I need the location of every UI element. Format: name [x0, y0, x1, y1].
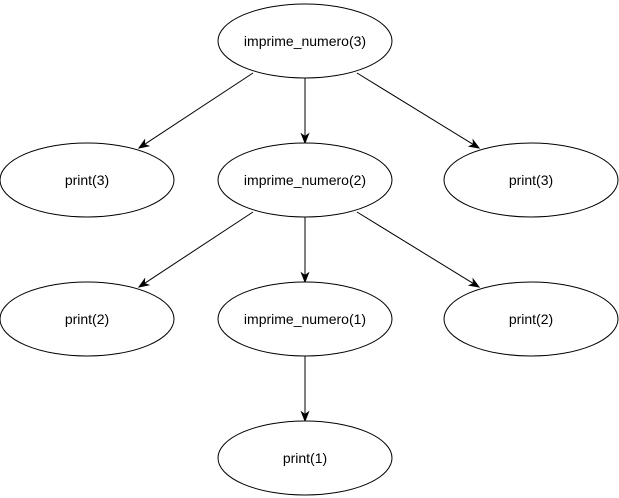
- arrow-call1-to-print1: [300, 356, 310, 423]
- node-ellipse: [217, 420, 393, 496]
- node-ellipse: [443, 142, 619, 218]
- node-label: imprime_numero(2): [244, 172, 366, 188]
- arrowhead-icon: [300, 410, 310, 423]
- node-label: print(2): [509, 311, 553, 327]
- node-root: imprime_numero(3): [217, 3, 393, 79]
- node-label: imprime_numero(3): [244, 33, 366, 49]
- node-print2-left: print(2): [0, 281, 175, 357]
- arrow-line: [144, 72, 254, 145]
- node-print1: print(1): [217, 420, 393, 496]
- node-label: print(2): [65, 311, 109, 327]
- arrow-call2-to-print2-left: [137, 211, 254, 288]
- arrow-line: [356, 72, 474, 145]
- node-ellipse: [217, 281, 393, 357]
- node-label: print(3): [65, 172, 109, 188]
- node-call1: imprime_numero(1): [217, 281, 393, 357]
- node-label: print(3): [509, 172, 553, 188]
- node-label: imprime_numero(1): [244, 311, 366, 327]
- arrow-root-to-call2: [300, 78, 310, 145]
- node-print3-left: print(3): [0, 142, 175, 218]
- arrow-call2-to-call1: [300, 217, 310, 284]
- nodes-layer: imprime_numero(3) print(3) imprime_numero(…: [0, 3, 619, 496]
- node-print3-right: print(3): [443, 142, 619, 218]
- arrowhead-icon: [467, 277, 481, 288]
- arrow-line: [144, 211, 254, 284]
- arrow-root-to-print3-left: [137, 72, 254, 149]
- node-ellipse: [217, 142, 393, 218]
- node-ellipse: [443, 281, 619, 357]
- arrowhead-icon: [467, 138, 481, 149]
- edges-layer: [137, 72, 481, 423]
- node-call2: imprime_numero(2): [217, 142, 393, 218]
- arrowhead-icon: [137, 138, 151, 149]
- arrowhead-icon: [137, 277, 151, 288]
- node-print2-right: print(2): [443, 281, 619, 357]
- arrow-root-to-print3-right: [356, 72, 481, 149]
- arrow-line: [356, 211, 474, 284]
- node-ellipse: [0, 281, 175, 357]
- node-label: print(1): [283, 450, 327, 466]
- arrow-call2-to-print2-right: [356, 211, 481, 288]
- node-ellipse: [217, 3, 393, 79]
- arrowhead-icon: [300, 132, 310, 145]
- arrowhead-icon: [300, 271, 310, 284]
- node-ellipse: [0, 142, 175, 218]
